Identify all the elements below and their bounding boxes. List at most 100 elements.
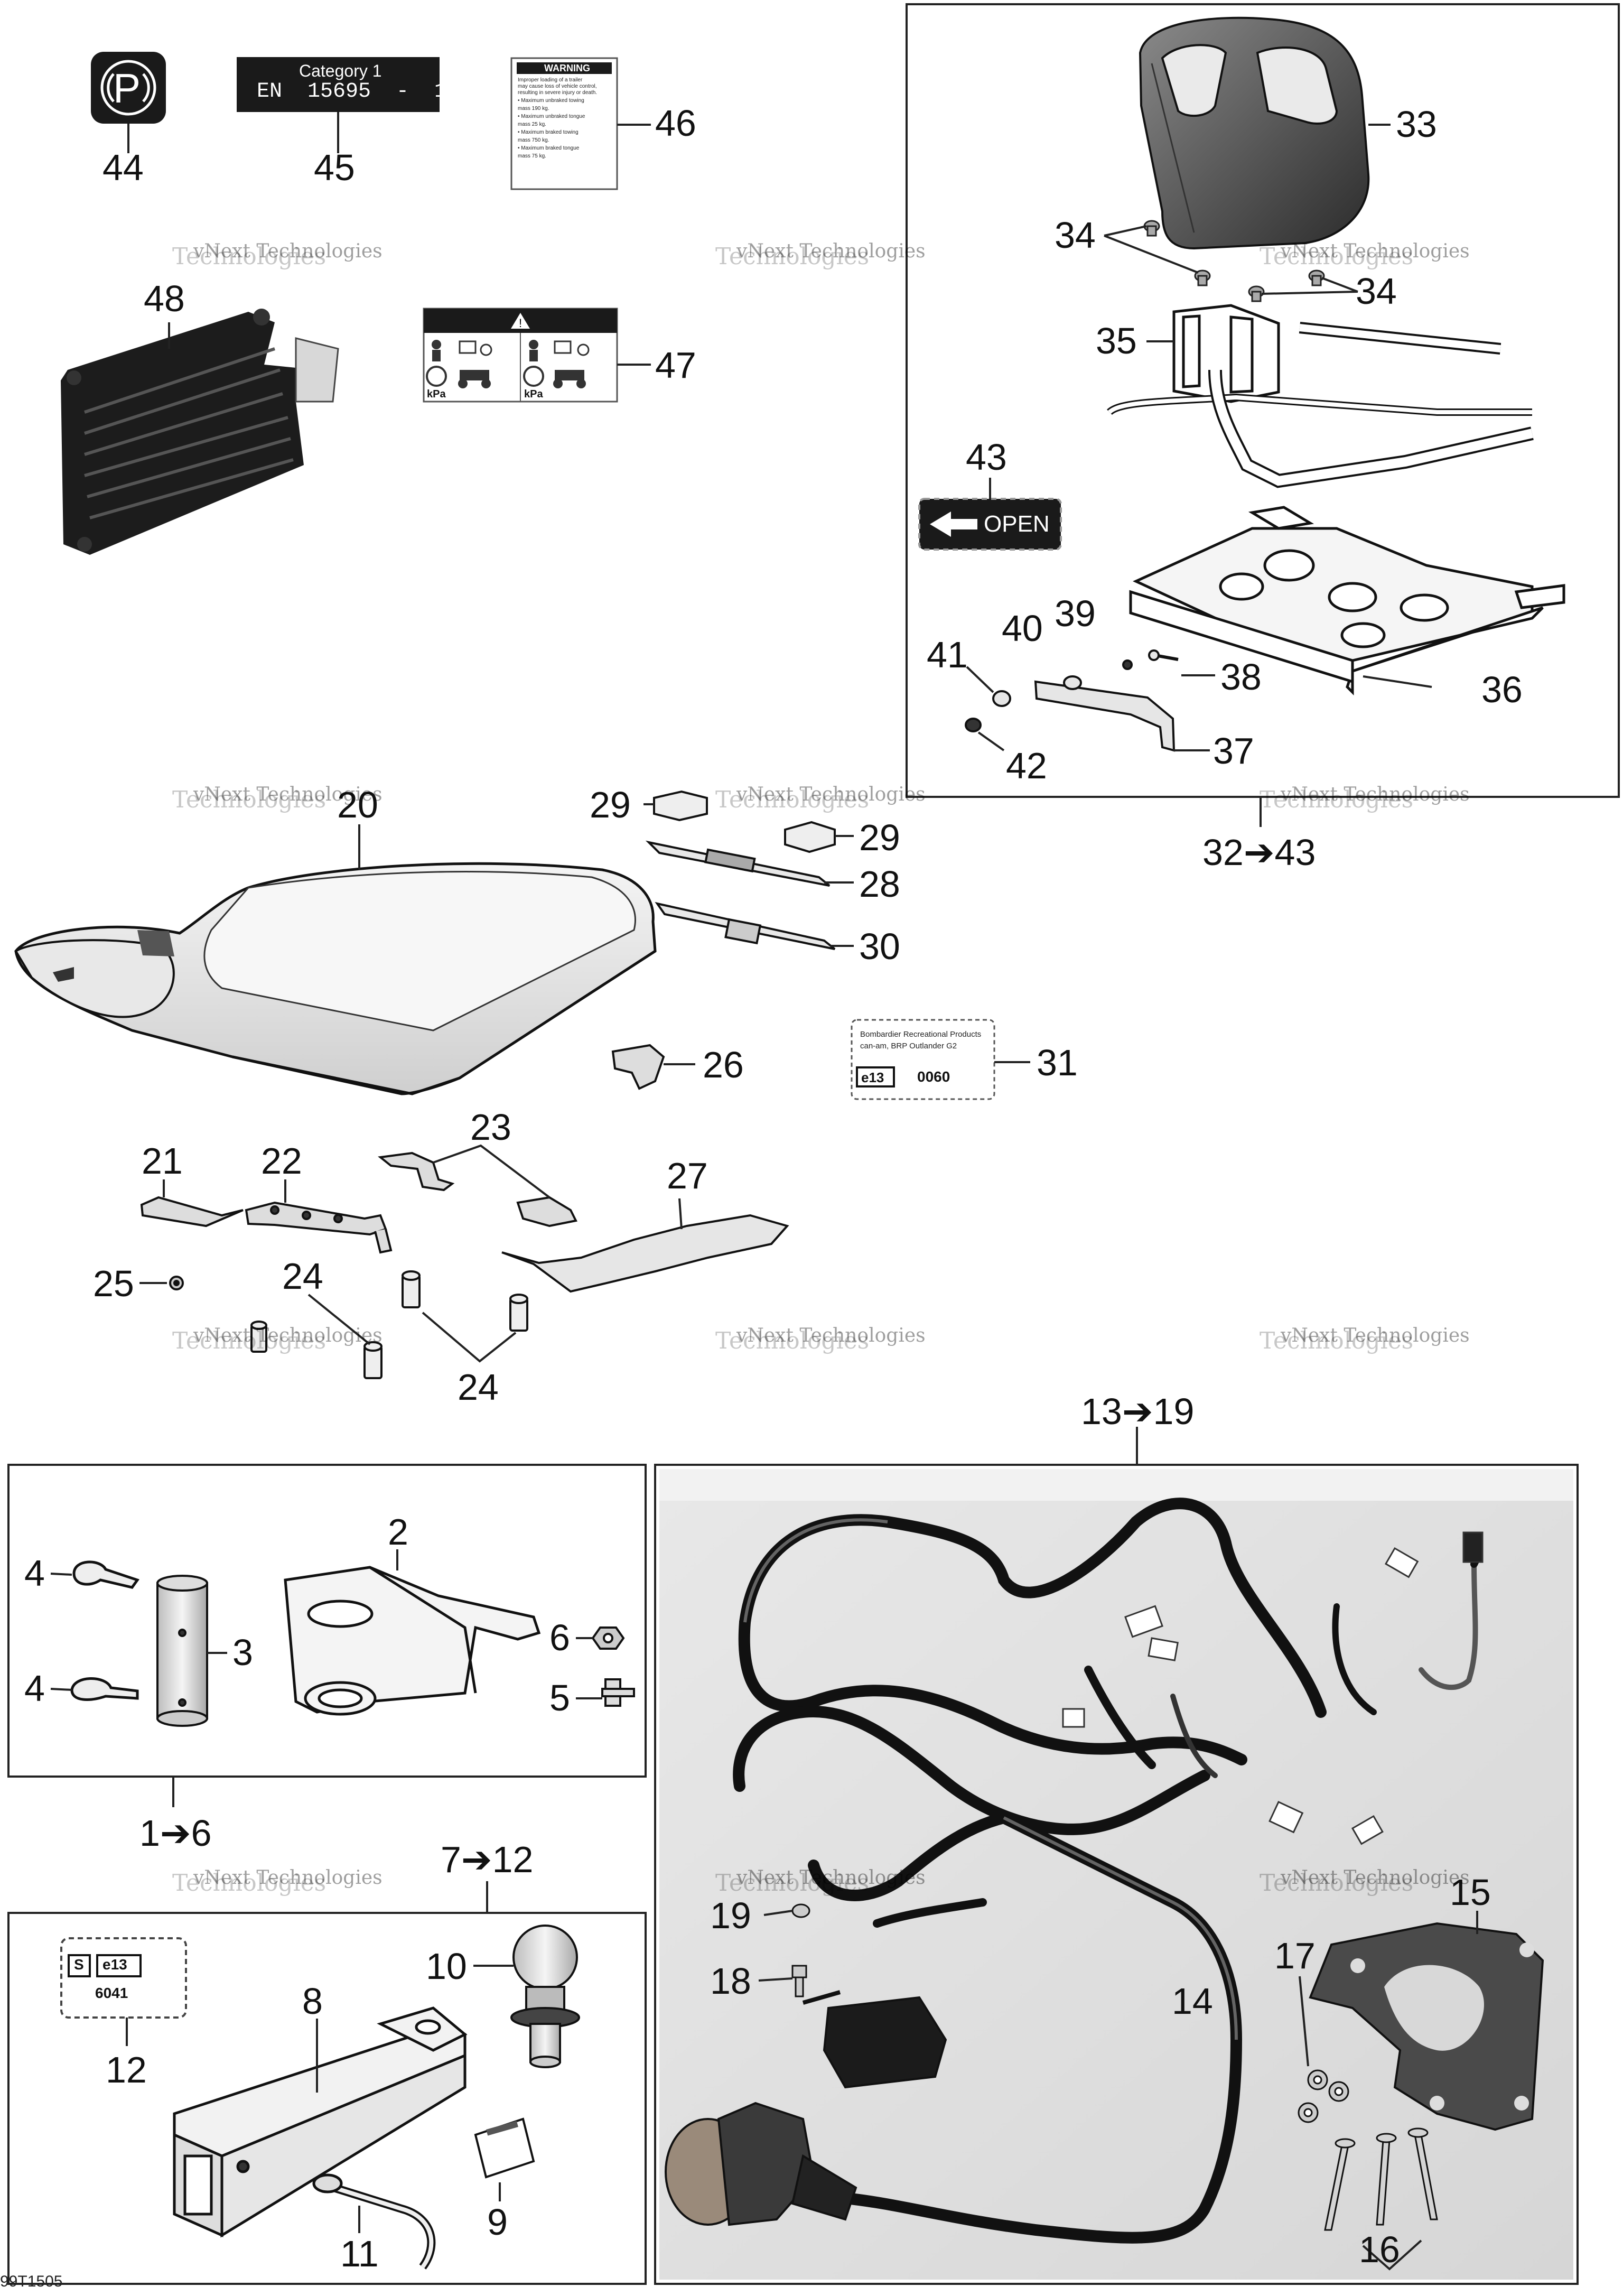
callout-2: 2 xyxy=(388,1511,408,1553)
box-hitch-kit xyxy=(7,1464,647,1778)
kpa-label-right: kPa xyxy=(524,388,543,400)
relay-box xyxy=(802,1990,947,2089)
callout-28: 28 xyxy=(859,863,900,905)
callout-4: 4 xyxy=(24,1553,45,1594)
backrest-bracket xyxy=(1107,304,1534,488)
backrest xyxy=(1139,16,1370,250)
tow-ball xyxy=(510,1925,580,2068)
towing-module xyxy=(61,309,339,555)
callout-15: 15 xyxy=(1450,1872,1491,1913)
callout-35: 35 xyxy=(1096,320,1137,361)
screws-16 xyxy=(1324,2127,1438,2231)
callout-3: 3 xyxy=(232,1632,253,1673)
open-decal xyxy=(918,498,1062,551)
box-harness-kit xyxy=(654,1464,1579,2285)
callout-17: 17 xyxy=(1274,1935,1316,1976)
open-text: OPEN xyxy=(984,511,1050,537)
clip-4 xyxy=(70,1560,140,1701)
parking-letter: P xyxy=(113,65,141,111)
nut-25 xyxy=(169,1276,184,1290)
nuts-17 xyxy=(1298,2069,1349,2123)
bolt-5 xyxy=(601,1678,635,1707)
callout-12: 12 xyxy=(106,2049,147,2090)
callout-39: 39 xyxy=(1055,593,1096,634)
pin-3 xyxy=(156,1575,208,1727)
ball-mount xyxy=(173,2006,468,2238)
kpa-label-left: kPa xyxy=(427,388,446,400)
callout-29: 29 xyxy=(859,817,900,858)
callout-14: 14 xyxy=(1172,1981,1213,2022)
warning-body: Improper loading of a trailer may cause … xyxy=(518,77,598,159)
callout-30: 30 xyxy=(859,926,900,967)
callout-48: 48 xyxy=(144,278,185,319)
callout-16: 16 xyxy=(1359,2229,1400,2270)
s-code: 6041 xyxy=(95,1985,128,2001)
wire-harness xyxy=(733,1498,1483,2244)
screw-34 xyxy=(1143,220,1325,302)
callout-20: 20 xyxy=(337,784,378,825)
box-backrest-kit xyxy=(906,3,1620,798)
callout-6: 6 xyxy=(549,1617,570,1658)
callout-33: 33 xyxy=(1396,104,1437,145)
mounting-plate xyxy=(1129,506,1565,696)
callout-26: 26 xyxy=(703,1044,744,1085)
callout-47: 47 xyxy=(655,345,696,386)
category-line2: EN 15695 - 1 xyxy=(257,80,447,104)
callout-10: 10 xyxy=(426,1946,467,1987)
group-7-12: 7➔12 xyxy=(441,1839,534,1880)
callout-24: 24 xyxy=(282,1256,323,1297)
callout-31: 31 xyxy=(1037,1042,1078,1083)
warning-decal xyxy=(510,57,618,190)
callout-8: 8 xyxy=(302,1981,323,2022)
hitch-pin-11 xyxy=(312,2173,436,2270)
brp-code: 0060 xyxy=(917,1068,950,1085)
callout-34: 34 xyxy=(1055,215,1096,256)
group-1-6: 1➔6 xyxy=(139,1812,212,1854)
group-13-19: 13➔19 xyxy=(1081,1391,1195,1432)
category-line1: Category 1 xyxy=(299,61,382,80)
brp-line2: can-am, BRP Outlander G2 xyxy=(860,1042,957,1051)
callout-34: 34 xyxy=(1356,271,1397,312)
callout-43: 43 xyxy=(966,436,1007,478)
callout-44: 44 xyxy=(102,147,144,188)
trailer-socket xyxy=(665,2102,857,2226)
brp-e13: e13 xyxy=(861,1070,884,1085)
callout-24: 24 xyxy=(458,1367,499,1408)
latch-26 xyxy=(611,1044,665,1090)
category-decal xyxy=(237,57,440,112)
callout-21: 21 xyxy=(142,1140,183,1182)
callout-46: 46 xyxy=(655,103,696,144)
diagram-code: 99T1505 xyxy=(0,2273,63,2290)
callout-45: 45 xyxy=(314,147,355,188)
callout-18: 18 xyxy=(710,1960,751,2002)
s-e13: e13 xyxy=(102,1956,127,1973)
connectors xyxy=(1062,1531,1484,1845)
callout-9: 9 xyxy=(487,2201,508,2243)
callout-38: 38 xyxy=(1220,656,1262,698)
callout-42: 42 xyxy=(1006,745,1047,786)
callout-11: 11 xyxy=(340,2233,379,2274)
standoffs xyxy=(250,1270,528,1379)
seat xyxy=(14,862,657,1095)
small-hardware xyxy=(965,649,1179,752)
callout-40: 40 xyxy=(1002,608,1043,649)
callout-22: 22 xyxy=(261,1140,302,1182)
callout-5: 5 xyxy=(549,1677,570,1718)
latch-parts xyxy=(645,790,836,950)
callout-4: 4 xyxy=(24,1668,45,1709)
callout-41: 41 xyxy=(927,634,968,675)
brp-line1: Bombardier Recreational Products xyxy=(860,1030,982,1039)
